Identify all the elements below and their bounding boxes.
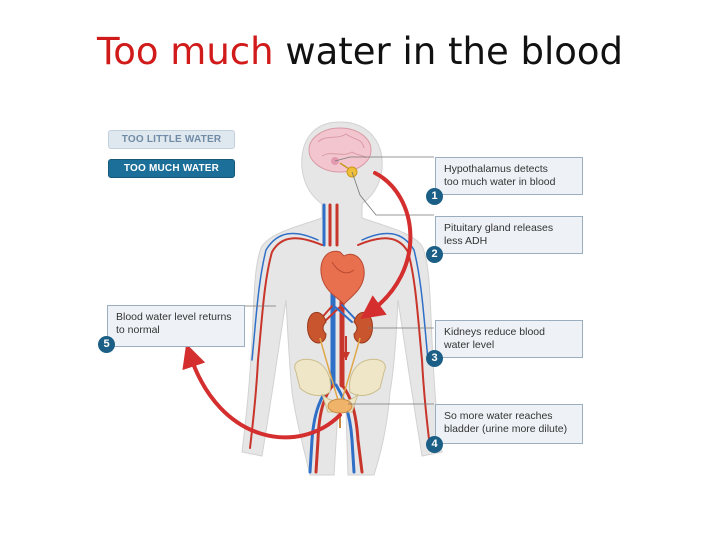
step-1-badge: 1 [426,188,443,205]
step-2-callout: Pituitary gland releases less ADH [435,216,583,254]
step-4-line1: So more water reaches [444,410,553,422]
step-4-callout: So more water reaches bladder (urine mor… [435,404,583,444]
title-rest: water in the blood [273,30,624,73]
step-2-line1: Pituitary gland releases [444,222,554,234]
step-1-line1: Hypothalamus detects [444,163,548,175]
step-1-callout: Hypothalamus detects too much water in b… [435,157,583,195]
arrow-bladder-to-normal [182,343,342,440]
step-5-callout: Blood water level returns to normal [107,305,245,347]
arrow-hypothalamus-to-kidneys [360,171,413,320]
step-3-callout: Kidneys reduce blood water level [435,320,583,358]
step-4-line2: bladder (urine more dilute) [444,423,568,435]
step-1-line2: too much water in blood [444,176,556,188]
step-2-line2: less ADH [444,235,488,247]
step-5-line2: to normal [116,324,160,336]
heart [320,250,365,305]
leader-lines [244,156,434,405]
kidneys [307,311,373,401]
feedback-arrows [182,171,413,440]
title-highlight: Too much [96,30,274,73]
too-much-water-tab[interactable]: TOO MUCH WATER [108,159,235,178]
step-3-badge: 3 [426,350,443,367]
step-5-badge: 5 [98,336,115,353]
step-3-line2: water level [444,339,495,351]
step-5-line1: Blood water level returns [116,311,232,323]
step-4-badge: 4 [426,436,443,453]
step-3-line1: Kidneys reduce blood [444,326,545,338]
slide-title: Too much water in the blood [0,30,720,73]
brain [308,127,372,178]
step-2-badge: 2 [426,246,443,263]
too-little-water-tab[interactable]: TOO LITTLE WATER [108,130,235,149]
